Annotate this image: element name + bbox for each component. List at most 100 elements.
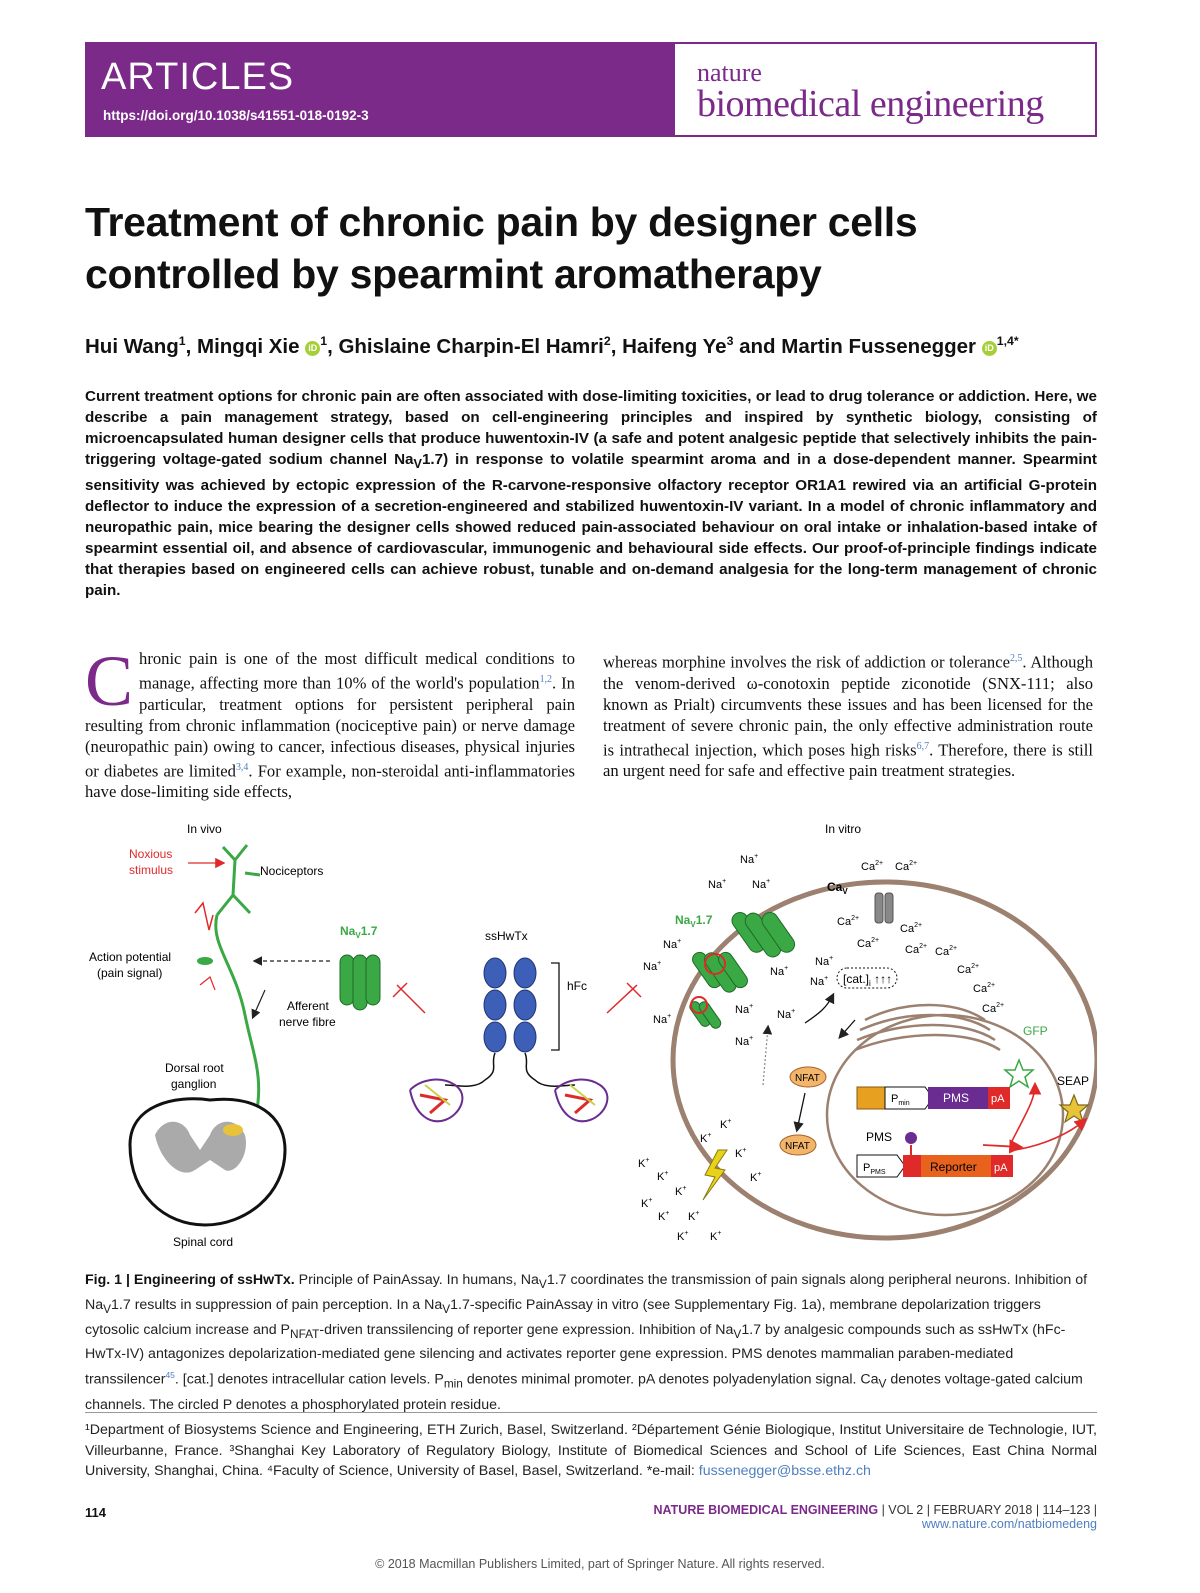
gfp-star-icon [1003,1057,1035,1089]
abstract-text: Current treatment options for chronic pa… [85,388,1097,468]
ca-ion-label: Ca2+ [957,963,979,976]
body-text: . In particular, treatment options for p… [85,673,575,781]
label-nfat: NFAT [795,1073,820,1084]
inhibit-bar-2 [626,982,642,998]
reference-link[interactable]: 1,2 [539,674,553,685]
caption-label: Fig. 1 | Engineering of ssHwTx. [85,1272,295,1288]
drop-cap: C [85,641,134,721]
reference-link[interactable]: 45 [165,1370,175,1381]
copyright: © 2018 Macmillan Publishers Limited, par… [375,1557,825,1571]
ca-ion-label: Ca2+ [837,915,859,928]
label-reporter: Reporter [930,1160,977,1174]
ca-ion-label: Ca2+ [973,982,995,995]
label-pmin: Pmin [891,1093,910,1107]
footer-url-link[interactable]: www.nature.com/natbiomedeng [921,1517,1097,1531]
signal-arrow [804,992,835,1024]
label-nerve-fibre: nerve fibre [279,1015,336,1029]
k-ion-label: K+ [720,1118,731,1131]
hwtx-peptide-right [554,1078,609,1123]
nav-channel-icon [339,954,381,1011]
subscript: V [413,457,422,472]
figure-1: In vivo Noxious stimulus Nociceptors Act… [89,822,1097,1249]
subscript: V [103,1301,112,1316]
orcid-icon[interactable]: iD [981,340,997,356]
nfat-protein [789,1066,827,1088]
label-nav17: NaV1.7 [340,924,378,940]
label-in-vitro: In vitro [825,822,861,836]
k-ion-label: K+ [688,1210,699,1223]
label-action-potential: Action potential [89,950,171,964]
caption-text: 1.7 coordinates the transmission of pain… [85,1272,1088,1313]
section-label: ARTICLES [101,56,295,98]
abstract: Current treatment options for chronic pa… [85,386,1097,601]
journal-name-line2: biomedical engineering [697,83,1044,125]
nfat-arrow [793,1092,806,1133]
ca-ion-label: Ca2+ [935,945,957,958]
author-affil: 1,4* [996,334,1019,348]
label-nociceptors: Nociceptors [260,864,323,878]
na-ion-label: Na+ [653,1013,671,1026]
k-ion-label: K+ [638,1157,649,1170]
subscript: NFAT [290,1326,320,1341]
caption-text: denotes minimal promoter. pA denotes pol… [462,1372,879,1389]
action-potential-trace-small [199,976,216,991]
reference-link[interactable]: 3,4 [235,761,249,773]
inhibit-bar [392,982,408,998]
cav-channel [874,892,894,924]
label-ganglion: ganglion [171,1077,216,1091]
subscript: V [442,1301,451,1316]
doi-link[interactable]: https://doi.org/10.1038/s41551-018-0192-… [103,108,369,123]
nav-channel-mini [197,957,213,965]
label-hfc: hFc [567,979,587,993]
footer-journal: NATURE BIOMEDICAL ENGINEERING [653,1503,879,1517]
email-link[interactable]: fussenegger@bsse.ethz.ch [698,1463,871,1479]
label-gfp: GFP [1023,1024,1048,1038]
affiliations: ¹Department of Biosystems Science and En… [85,1420,1097,1482]
label-nav17-cell: NaV1.7 [675,913,713,929]
gene-cassette-reporter [856,1154,1013,1178]
cation-level-box [836,967,898,989]
author-name: , Ghislaine Charpin-El Hamri [327,334,604,358]
nav-channel-membrane-1 [731,912,796,958]
reference-link[interactable]: 6,7 [916,740,930,752]
sshwtx-molecule [483,957,537,1053]
na-ion-label: Na+ [735,1035,753,1048]
author-name: and Martin Fussenegger [733,334,977,358]
signal-arrow [838,1019,856,1039]
blocked-icon [690,996,708,1014]
k-ion-label: K+ [657,1170,668,1183]
seap-arrow [1014,1117,1088,1151]
blocked-icon [704,953,726,975]
abstract-text: 1.7) in response to volatile spearmint a… [85,451,1097,600]
action-potential-trace [194,901,214,931]
potassium-arrow [762,1024,773,1086]
hwtx-peptide-left [409,1078,464,1123]
subscript: V [878,1377,887,1392]
nfat-protein-2 [779,1134,817,1156]
author-affil: 1 [320,334,328,348]
body-text: hronic pain is one of the most difficult… [139,649,575,693]
reference-link[interactable]: 2,5 [1009,653,1023,664]
author-name: , Mingqi Xie [185,334,300,358]
na-ion-label: Na+ [708,878,726,891]
nucleus-membrane [825,1013,1065,1217]
k-ion-label: K+ [677,1230,688,1243]
orcid-icon[interactable]: iD [305,340,321,356]
na-ion-label: Na+ [735,1003,753,1016]
gfp-arrow [1009,1081,1042,1146]
k-ion-label: K+ [658,1210,669,1223]
k-ion-label: K+ [750,1171,761,1184]
label-stimulus: stimulus [129,863,173,877]
cell-membrane [670,879,1097,1241]
body-column-2: whereas morphine involves the risk of ad… [603,648,1093,781]
label-pa-2: pA [994,1162,1008,1174]
caption-text: -driven transsilencing of reporter gene … [319,1321,734,1338]
author-name: Hui Wang [85,334,179,358]
subscript: V [733,1326,742,1341]
title-line-2: controlled by spearmint aromatherapy [85,251,822,297]
label-dorsal-root: Dorsal root [165,1061,224,1075]
article-title: Treatment of chronic pain by designer ce… [85,196,1085,300]
label-sshwtx: ssHwTx [485,929,528,943]
body-text: . For example, non-steroidal anti-inflam… [85,761,575,802]
ca-ion-label: Ca2+ [905,943,927,956]
